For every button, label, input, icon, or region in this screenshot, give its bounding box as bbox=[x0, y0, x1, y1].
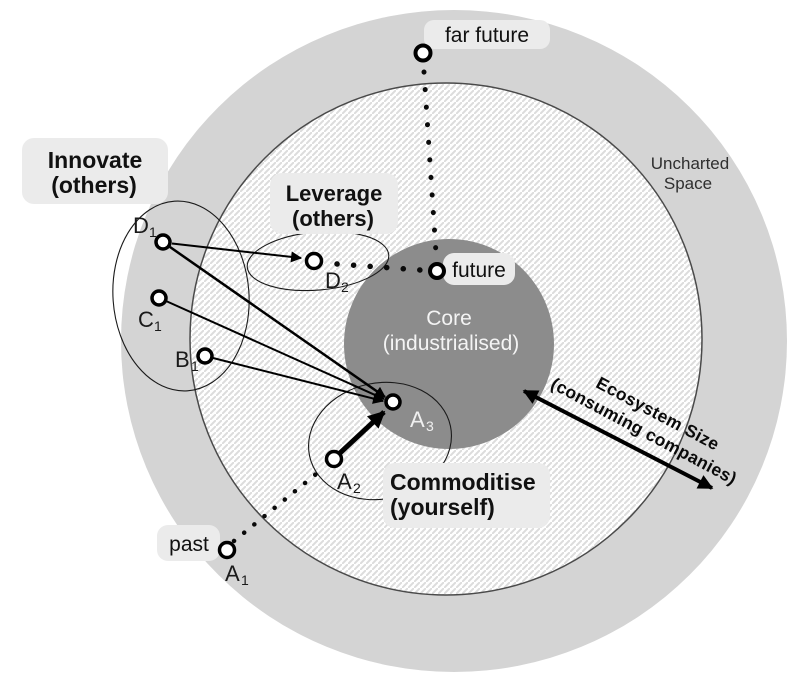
node-b1 bbox=[196, 347, 214, 365]
node-a3-subscript: 3 bbox=[426, 418, 434, 434]
arrow-d1-to-d2 bbox=[171, 242, 303, 263]
past-marker-label: past bbox=[157, 525, 220, 561]
dotted-path-a1-to-a2 bbox=[231, 467, 324, 544]
node-a1-label: A 1 bbox=[225, 561, 249, 588]
node-d1-subscript: 1 bbox=[149, 224, 157, 240]
innovate-label-box bbox=[22, 138, 168, 204]
commoditise-label-line2: (yourself) bbox=[390, 494, 495, 520]
uncharted-space-label-line2: Space bbox=[664, 174, 712, 193]
node-d2-letter: D bbox=[325, 268, 341, 293]
future-marker-label: future bbox=[443, 253, 515, 285]
node-b1-label: B 1 bbox=[175, 347, 199, 374]
leverage-label-line2: (others) bbox=[292, 206, 374, 231]
commoditise-label-box bbox=[383, 463, 550, 528]
leverage-label-line1: Leverage bbox=[286, 181, 383, 206]
node-a1-letter: A bbox=[225, 561, 240, 586]
node-d2-label: D 2 bbox=[325, 268, 349, 295]
dotted-path-d2-to-future bbox=[334, 261, 423, 273]
innovate-label: Innovate (others) bbox=[22, 138, 168, 204]
arrow-d1-to-a3 bbox=[169, 245, 386, 399]
node-d2-subscript: 2 bbox=[341, 279, 349, 295]
past-label-text: past bbox=[169, 533, 209, 556]
node-c1-subscript: 1 bbox=[154, 318, 162, 334]
node-d1-label: D 1 bbox=[133, 213, 157, 240]
far-future-marker-label: far future bbox=[424, 20, 550, 49]
node-d1 bbox=[154, 233, 172, 251]
commoditise-label: Commoditise (yourself) bbox=[383, 463, 550, 528]
node-future bbox=[428, 262, 446, 280]
commoditise-label-line1: Commoditise bbox=[390, 469, 536, 495]
node-d2 bbox=[304, 251, 324, 271]
arrow-b1-to-a3 bbox=[212, 357, 385, 404]
node-a3 bbox=[384, 393, 402, 411]
node-b1-subscript: 1 bbox=[191, 358, 199, 374]
node-a2-subscript: 2 bbox=[353, 480, 361, 496]
future-label-box bbox=[443, 253, 515, 285]
core-label-line1: Core bbox=[426, 307, 472, 330]
core-label-line2: (industrialised) bbox=[383, 332, 520, 355]
node-c1-letter: C bbox=[138, 307, 154, 332]
node-a2-label: A 2 bbox=[337, 469, 361, 496]
node-d1-letter: D bbox=[133, 213, 149, 238]
node-a1 bbox=[217, 540, 237, 560]
node-a2 bbox=[324, 449, 344, 469]
node-c1-label: C 1 bbox=[138, 307, 162, 334]
innovate-label-line2: (others) bbox=[51, 172, 137, 198]
past-label-box bbox=[157, 525, 220, 561]
far-future-label-box bbox=[424, 20, 550, 49]
innovate-label-line1: Innovate bbox=[48, 147, 143, 173]
uncharted-space-label-line1: Uncharted bbox=[651, 154, 729, 173]
node-c1 bbox=[150, 289, 168, 307]
leverage-label-box bbox=[270, 173, 398, 234]
leverage-label: Leverage (others) bbox=[270, 173, 398, 234]
node-a3-label: A 3 bbox=[410, 407, 434, 434]
node-a1-subscript: 1 bbox=[241, 572, 249, 588]
arrow-a2-to-a3 bbox=[338, 410, 386, 455]
node-far-future bbox=[413, 43, 433, 63]
node-a3-letter: A bbox=[410, 407, 425, 432]
node-b1-letter: B bbox=[175, 347, 190, 372]
ecosystem-size-axis-arrow bbox=[522, 389, 714, 490]
far-future-label-text: far future bbox=[445, 24, 529, 47]
node-a2-letter: A bbox=[337, 469, 352, 494]
innovate-group-ellipse bbox=[112, 200, 250, 392]
future-label-text: future bbox=[452, 259, 506, 282]
arrow-c1-to-a3 bbox=[165, 300, 386, 400]
